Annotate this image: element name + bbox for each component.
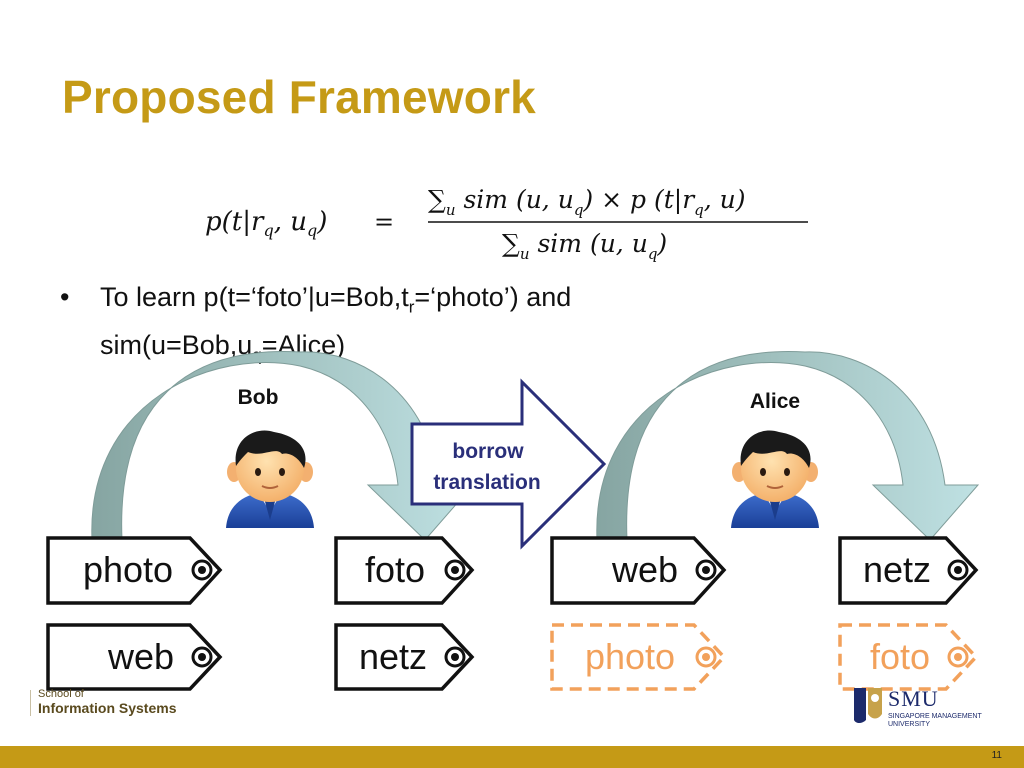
tag-label: foto [365,549,425,590]
alice-name-label: Alice [750,390,800,413]
alice-curved-arrow [596,351,980,541]
alice-avatar-icon [731,430,819,528]
school-divider [30,690,31,716]
bullet-marker: • [60,282,70,312]
smu-name: SMU [888,686,939,711]
page-title: Proposed Framework [62,71,536,123]
bob-avatar-icon [226,430,314,528]
borrow-translation-arrow [410,378,607,550]
bob-name-label: Bob [238,386,279,409]
bullet-text: =‘photo’) and [414,282,572,312]
alice-label-bg [740,388,810,414]
tag-foto-alice-dashed: foto [838,623,979,691]
formula: p(t|rq, uq) = ∑u sim (u, uq) × p (t|rq, … [205,185,808,263]
bullet-subscript: r [408,297,415,317]
formula-denominator: ∑u sim (u, uq) [502,229,667,263]
page-number: 11 [991,750,1002,761]
tag-label: foto [870,636,930,677]
tag-photo-alice-dashed: photo [550,623,727,691]
tag-label: web [107,636,174,677]
footer-bar [0,746,1024,768]
tag-label: photo [83,549,173,590]
school-line-2: Information Systems [38,700,177,716]
bullet-line-1: To learn p(t=‘foto’|u=Bob,tr=‘photo’) an… [100,278,571,326]
bullet-text: sim(u=Bob,u [100,330,253,361]
tag-label: netz [863,549,931,590]
smu-logo: SMU SINGAPORE MANAGEMENT UNIVERSITY [852,684,982,731]
smu-sub-line-1: SINGAPORE MANAGEMENT [888,713,982,720]
smu-crest-icon [854,688,882,723]
tag-label: netz [359,636,427,677]
school-line-1: School of [38,688,84,700]
formula-numerator: ∑u sim (u, uq) × p (t|rq, u) [428,185,746,219]
tag-netz-bob: netz [334,623,475,691]
smu-sub-line-2: UNIVERSITY [888,721,931,728]
bullet-text: To learn p(t=‘foto’|u=Bob,t [100,282,409,312]
tag-web-alice: web [550,536,727,605]
tag-web-bob: web [46,623,223,691]
tag-photo-bob: photo [46,536,223,605]
tag-label: photo [585,636,675,677]
formula-equals: = [374,208,394,236]
borrow-label: borrow [452,440,524,463]
tag-netz-alice: netz [838,536,979,605]
smu-subtitle: SINGAPORE MANAGEMENT UNIVERSITY [888,713,982,729]
tag-foto-bob: foto [334,536,475,605]
tag-label: web [611,549,678,590]
translation-label: translation [433,471,540,494]
school-logo: School of Information Systems [38,688,176,716]
